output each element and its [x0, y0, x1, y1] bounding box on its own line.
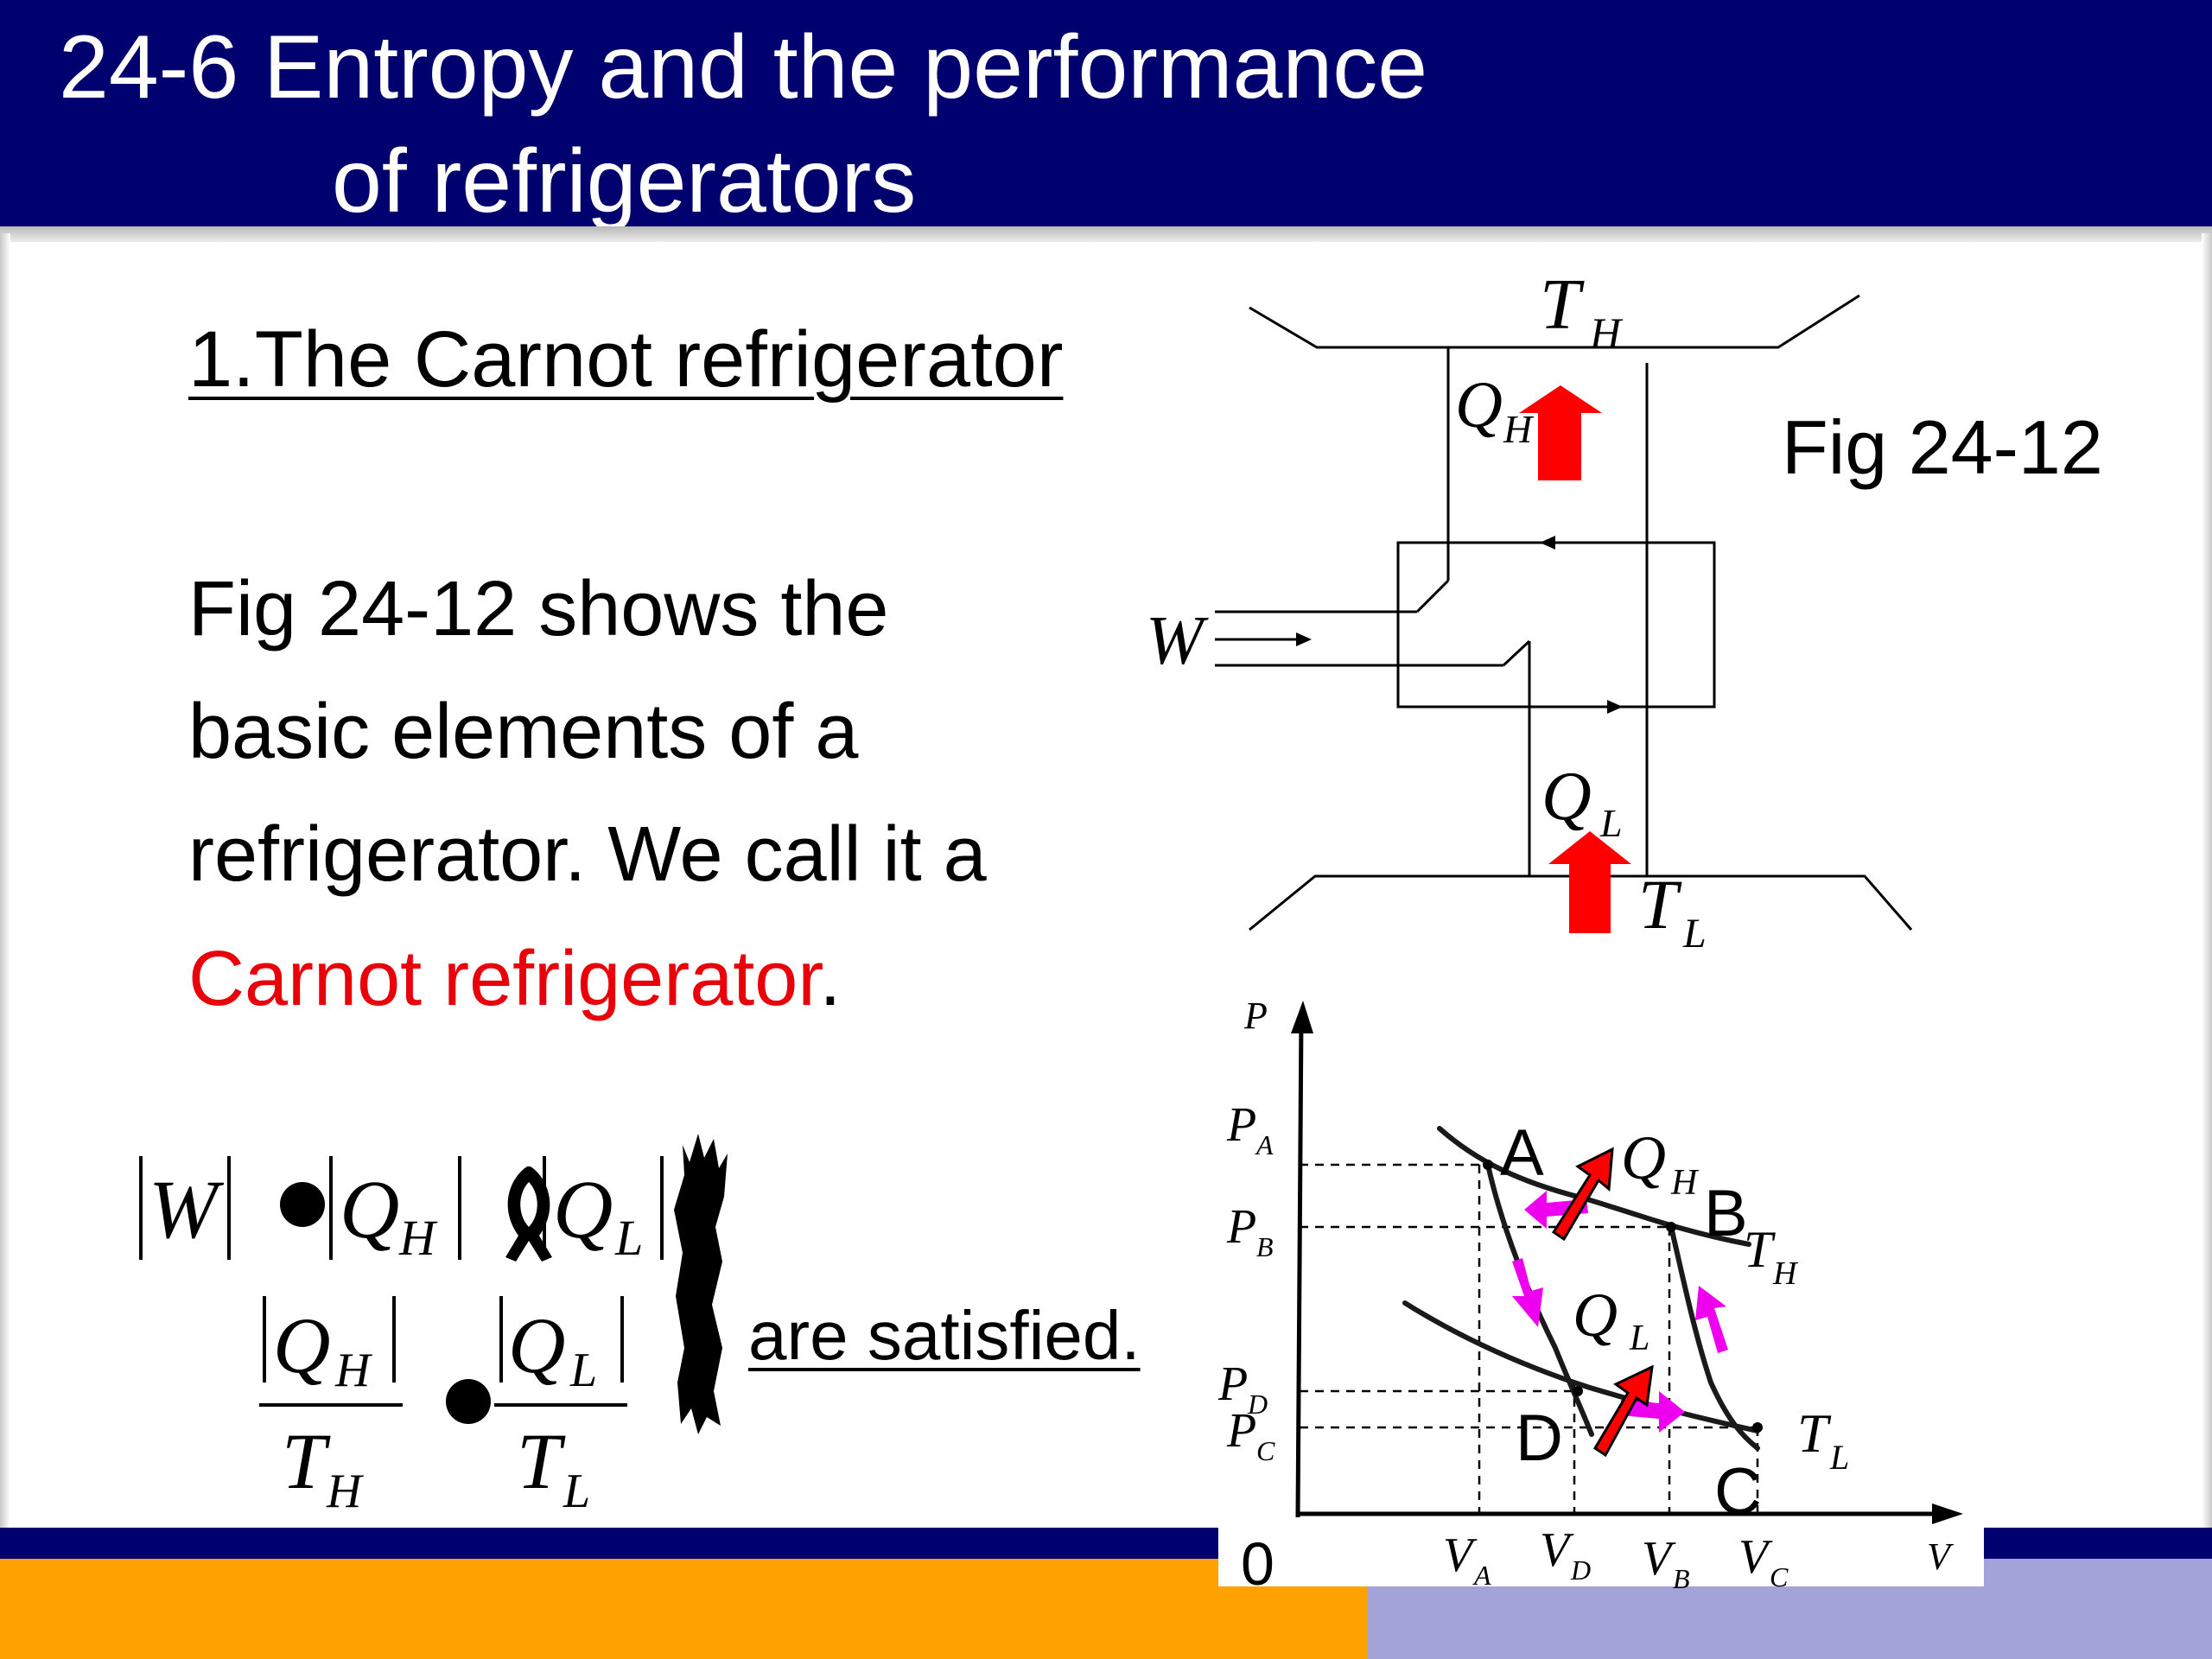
pv-TL-T: T	[1797, 1402, 1832, 1464]
pv-adiabat-AD	[1485, 1162, 1594, 1437]
paragraph-line-2: basic elements of a	[188, 689, 859, 775]
left-edge-shadow	[0, 233, 10, 1529]
paragraph-line-1: Fig 24-12 shows the	[188, 566, 889, 652]
pv-arrow-BA	[1524, 1191, 1588, 1229]
pv-ql-arrow	[1592, 1364, 1654, 1458]
hot-reservoir-outline	[1249, 294, 1860, 349]
diagram-TH-T: T	[1540, 264, 1585, 345]
equation-ribbon-glyph	[505, 1166, 552, 1262]
paragraph-line-4: Carnot refrigerator.	[188, 940, 841, 1018]
pv-axis-y-label: P	[1243, 995, 1268, 1037]
title-bar	[0, 0, 2212, 226]
eq-TH-frac-sub: H	[326, 1465, 364, 1518]
cold-reservoir-outline	[1249, 874, 1913, 931]
right-edge-shadow	[2202, 233, 2212, 1529]
pv-panel-background	[1218, 959, 1984, 1586]
pv-isotherm-TL	[1402, 1300, 1760, 1433]
eq-TL-frac-sub: L	[563, 1465, 590, 1518]
ql-arrow	[1548, 831, 1631, 933]
pv-PB-P: P	[1226, 1200, 1256, 1254]
pv-PA-sub: A	[1255, 1129, 1274, 1160]
engine-box	[1396, 541, 1716, 709]
pv-TH-sub: H	[1772, 1255, 1799, 1292]
eq-TL-frac-T: T	[517, 1417, 566, 1505]
eq-W: W	[149, 1163, 225, 1255]
pv-PD-P: P	[1217, 1357, 1248, 1411]
footer-navy-bar	[0, 1528, 2212, 1559]
pv-QH-sub: H	[1670, 1163, 1700, 1203]
pv-isotherm-TH	[1437, 1126, 1751, 1247]
pv-PD-sub: D	[1247, 1389, 1268, 1420]
eq-QL-frac-Q: Q	[508, 1301, 565, 1389]
pv-PC-P: P	[1226, 1404, 1256, 1458]
eq-QL-top-sub: L	[614, 1210, 643, 1266]
diagram-QL-Q: Q	[1541, 759, 1592, 835]
diagram-TH-sub: H	[1589, 308, 1624, 357]
satisfied-text: are satisfied.	[748, 1297, 1141, 1374]
footer-lavender-bar	[1367, 1559, 2212, 1659]
pv-PA-P: P	[1226, 1098, 1256, 1152]
diagram-QH-Q: Q	[1455, 369, 1503, 442]
equation-bullet-1	[280, 1182, 325, 1227]
qh-arrow	[1519, 385, 1602, 480]
diagram-QH-sub: H	[1503, 407, 1535, 451]
pv-point-D: D	[1516, 1402, 1563, 1475]
paragraph-period: .	[819, 936, 842, 1022]
pv-point-B: B	[1704, 1177, 1748, 1250]
pv-arrow-DC	[1621, 1391, 1685, 1433]
pv-arrow-AD	[1512, 1258, 1543, 1327]
equation-brace-blot	[674, 1134, 728, 1434]
figure-label: Fig 24-12	[1782, 404, 2103, 490]
pv-y-axis	[1295, 1015, 1304, 1518]
footer-orange-bar	[0, 1559, 1367, 1659]
pv-arrow-CB	[1695, 1286, 1728, 1353]
pv-PB-sub: B	[1256, 1231, 1274, 1262]
pv-PC-sub: C	[1256, 1435, 1275, 1466]
pv-point-A: A	[1500, 1116, 1544, 1190]
eq-QH-top-Q: Q	[340, 1163, 399, 1255]
slide-title-line1: 24-6 Entropy and the performance	[59, 17, 1428, 118]
diagram-W: W	[1146, 603, 1209, 679]
eq-QH-top-sub: H	[398, 1210, 438, 1266]
diagram-TL-sub: L	[1682, 911, 1707, 957]
equation-bullet-2	[446, 1379, 491, 1424]
carnot-refrigerator-term: Carnot refrigerator	[188, 936, 820, 1022]
pv-QH-Q: Q	[1621, 1123, 1666, 1192]
slide-title-line2: of refrigerators	[332, 131, 917, 232]
eq-QL-frac-sub: L	[569, 1344, 597, 1397]
subheading: 1.The Carnot refrigerator	[188, 315, 1064, 404]
eq-TH-frac-T: T	[282, 1417, 331, 1505]
diagram-TL-T: T	[1638, 865, 1682, 944]
pv-qh-arrow	[1551, 1147, 1614, 1242]
pv-TH-T: T	[1744, 1221, 1776, 1278]
eq-QH-frac-Q: Q	[273, 1301, 330, 1389]
pv-QL-sub: L	[1629, 1319, 1649, 1358]
eq-QL-top-Q: Q	[553, 1163, 613, 1255]
paragraph-line-3: refrigerator. We call it a	[188, 811, 987, 898]
diagram-QL-sub: L	[1599, 801, 1623, 845]
pv-QL-Q: Q	[1573, 1281, 1618, 1350]
header-shadow	[0, 226, 2212, 242]
pv-point-C: C	[1714, 1455, 1762, 1529]
pv-adiabat-BC	[1669, 1224, 1760, 1451]
eq-QH-frac-sub: H	[334, 1344, 372, 1397]
pv-TL-sub: L	[1829, 1438, 1849, 1477]
